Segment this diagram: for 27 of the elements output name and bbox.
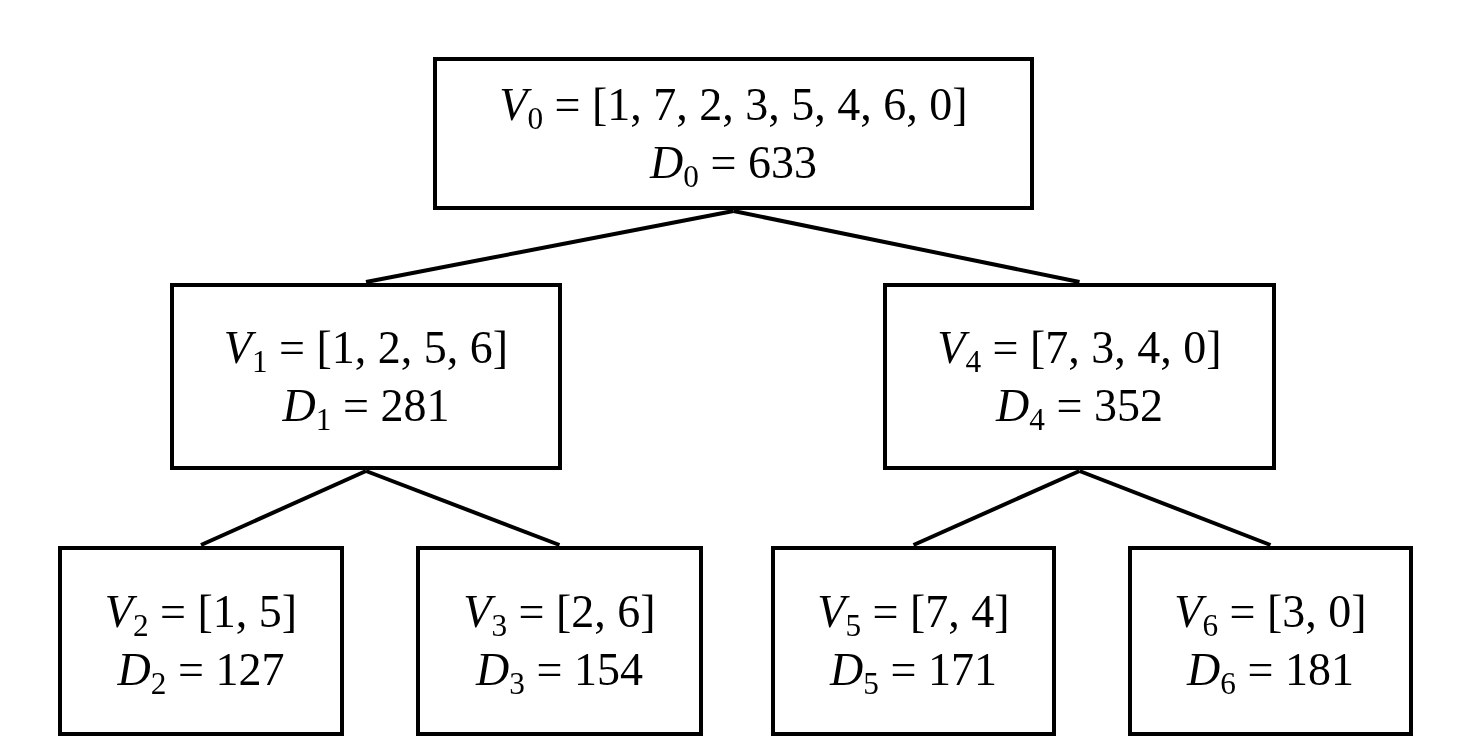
node-text: D$_{0}$ = 633 [650, 135, 817, 192]
node-text: V$_{0}$ = [1, 7, 2, 3, 5, 4, 6, 0] [499, 77, 968, 134]
tree-node-box [883, 283, 1276, 470]
tree-node-box [416, 546, 703, 736]
node-text: D$_{5}$ = 171 [830, 643, 997, 699]
connector-line [733, 209, 1080, 284]
tree-node-box [58, 546, 344, 736]
node-text: V$_{2}$ = [1, 5] [104, 585, 298, 641]
node-text: V$_{5}$ = [7, 4] [817, 585, 1010, 641]
node-text: D$_{6}$ = 181 [1187, 643, 1354, 699]
tree-node-box [433, 57, 1034, 210]
node-text: V$_{3}$ = [2, 6] [463, 585, 656, 641]
node-text: V$_{6}$ = [3, 0] [1174, 585, 1367, 641]
node-text: D$_{2}$ = 127 [117, 643, 285, 699]
connector-line [200, 469, 367, 547]
node-text: D$_{3}$ = 154 [476, 643, 643, 699]
tree-node-box [771, 546, 1056, 736]
node-text: V$_{4}$ = [7, 3, 4, 0] [937, 320, 1222, 377]
node-text: D$_{4}$ = 352 [996, 378, 1163, 435]
tree-node-box [1128, 546, 1413, 736]
node-text: V$_{1}$ = [1, 2, 5, 6] [223, 320, 509, 377]
connector-line [1078, 469, 1272, 547]
connector-line [365, 469, 561, 547]
connector-line [912, 469, 1081, 547]
connector-line [365, 209, 734, 284]
node-text: D$_{1}$ = 281 [282, 378, 450, 435]
tree-node-box [170, 283, 562, 470]
